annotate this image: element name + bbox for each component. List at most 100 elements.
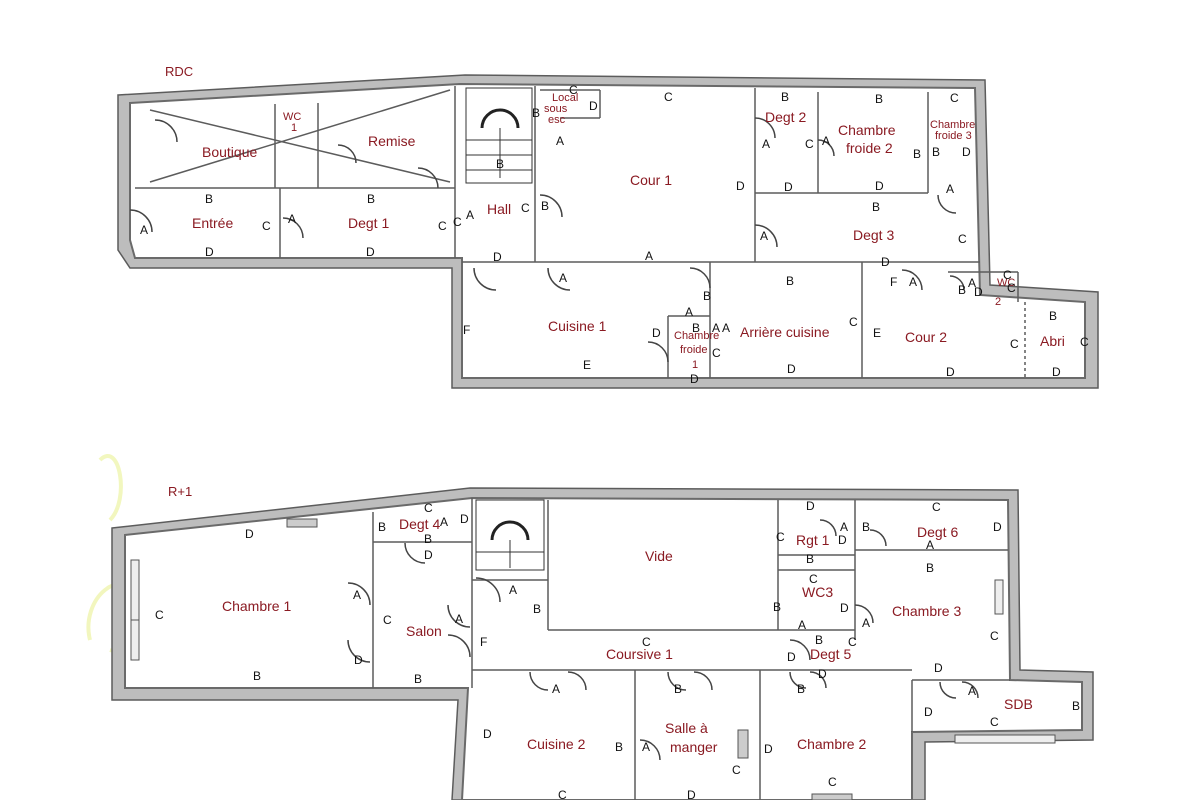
room-cour2: Cour 2 bbox=[905, 329, 947, 345]
window bbox=[994, 579, 1004, 615]
code-c: C bbox=[958, 232, 967, 246]
code-a: A bbox=[909, 275, 917, 289]
code-d: D bbox=[806, 499, 815, 513]
code-a: A bbox=[762, 137, 770, 151]
room-degt6: Degt 6 bbox=[917, 524, 958, 540]
code-d: D bbox=[974, 285, 983, 299]
code-c: C bbox=[558, 788, 567, 800]
code-a: A bbox=[552, 682, 560, 696]
code-b: B bbox=[797, 682, 805, 696]
room-wc2-a: WC bbox=[997, 277, 1015, 289]
code-d: D bbox=[687, 788, 696, 800]
level-label-rdc: RDC bbox=[165, 64, 193, 79]
code-b: B bbox=[414, 672, 422, 686]
code-b: B bbox=[872, 200, 880, 214]
code-c: C bbox=[1010, 337, 1019, 351]
code-d: D bbox=[690, 372, 699, 386]
code-b: B bbox=[773, 600, 781, 614]
rdc-wall-codes: B A C D A B C D C A B C B D B C D A C D … bbox=[140, 83, 1089, 386]
code-a: A bbox=[760, 229, 768, 243]
room-salle-b: manger bbox=[670, 739, 718, 755]
room-coursive1: Coursive 1 bbox=[606, 646, 673, 662]
room-wc1: WC bbox=[283, 111, 301, 123]
code-c: C bbox=[849, 315, 858, 329]
code-b: B bbox=[913, 147, 921, 161]
code-a: A bbox=[466, 208, 474, 222]
code-a: A bbox=[685, 305, 693, 319]
code-b: B bbox=[541, 199, 549, 213]
r1-doors bbox=[347, 519, 979, 761]
window bbox=[130, 559, 140, 621]
chimney bbox=[737, 729, 749, 759]
code-b: B bbox=[532, 106, 540, 120]
code-a: A bbox=[288, 212, 296, 226]
room-boutique: Boutique bbox=[202, 144, 257, 160]
room-hall: Hall bbox=[487, 201, 511, 217]
code-d: D bbox=[424, 548, 433, 562]
room-wc3: WC3 bbox=[802, 584, 833, 600]
code-d: D bbox=[589, 99, 598, 113]
code-f: F bbox=[463, 323, 470, 337]
room-rgt1: Rgt 1 bbox=[796, 532, 830, 548]
code-d: D bbox=[205, 245, 214, 259]
code-a: A bbox=[440, 515, 448, 529]
code-c: C bbox=[805, 137, 814, 151]
code-e: E bbox=[583, 358, 591, 372]
room-chambre-froide3-a: Chambre bbox=[930, 119, 975, 131]
code-b: B bbox=[615, 740, 623, 754]
code-b: B bbox=[367, 192, 375, 206]
window bbox=[954, 734, 1056, 744]
code-c: C bbox=[664, 90, 673, 104]
room-chambre-froide1-a: Chambre bbox=[674, 330, 719, 342]
window bbox=[286, 518, 318, 528]
level-rdc: RDC Boutique WC 1 Remise Entrée Degt 1 H… bbox=[117, 64, 1099, 389]
code-a: A bbox=[822, 134, 830, 148]
code-d: D bbox=[993, 520, 1002, 534]
room-local-3: esc bbox=[548, 114, 566, 126]
room-degt1: Degt 1 bbox=[348, 215, 389, 231]
code-d: D bbox=[934, 661, 943, 675]
rdc-walls bbox=[135, 86, 1026, 378]
code-c: C bbox=[1080, 335, 1089, 349]
code-e: E bbox=[873, 326, 881, 340]
code-c: C bbox=[932, 500, 941, 514]
code-c: C bbox=[848, 635, 857, 649]
code-b: B bbox=[703, 289, 711, 303]
room-arriere-cuisine: Arrière cuisine bbox=[740, 324, 830, 340]
room-cour1: Cour 1 bbox=[630, 172, 672, 188]
code-c: C bbox=[569, 83, 578, 97]
code-b: B bbox=[378, 520, 386, 534]
code-d: D bbox=[787, 650, 796, 664]
rdc-doors bbox=[129, 117, 965, 363]
code-a: A bbox=[353, 588, 361, 602]
code-b: B bbox=[424, 532, 432, 546]
code-b: B bbox=[815, 633, 823, 647]
level-label-r1: R+1 bbox=[168, 484, 192, 499]
code-d: D bbox=[460, 512, 469, 526]
code-d: D bbox=[354, 653, 363, 667]
code-b: B bbox=[958, 283, 966, 297]
code-c: C bbox=[828, 775, 837, 789]
window bbox=[130, 619, 140, 661]
room-chambre-froide1-c: 1 bbox=[692, 359, 698, 371]
code-a: A bbox=[559, 271, 567, 285]
stair-rdc bbox=[465, 87, 533, 184]
code-a: A bbox=[712, 321, 720, 335]
code-a: A bbox=[926, 538, 934, 552]
code-f: F bbox=[890, 275, 897, 289]
code-a: A bbox=[645, 249, 653, 263]
code-a: A bbox=[642, 740, 650, 754]
code-c: C bbox=[1003, 268, 1012, 282]
code-d: D bbox=[946, 365, 955, 379]
room-cuisine1: Cuisine 1 bbox=[548, 318, 607, 334]
room-chambre-froide2-a: Chambre bbox=[838, 122, 896, 138]
code-b: B bbox=[496, 157, 504, 171]
code-c: C bbox=[990, 715, 999, 729]
room-chambre1: Chambre 1 bbox=[222, 598, 291, 614]
code-a: A bbox=[968, 684, 976, 698]
code-d: D bbox=[787, 362, 796, 376]
code-b: B bbox=[1049, 309, 1057, 323]
code-d: D bbox=[483, 727, 492, 741]
code-a: A bbox=[140, 223, 148, 237]
